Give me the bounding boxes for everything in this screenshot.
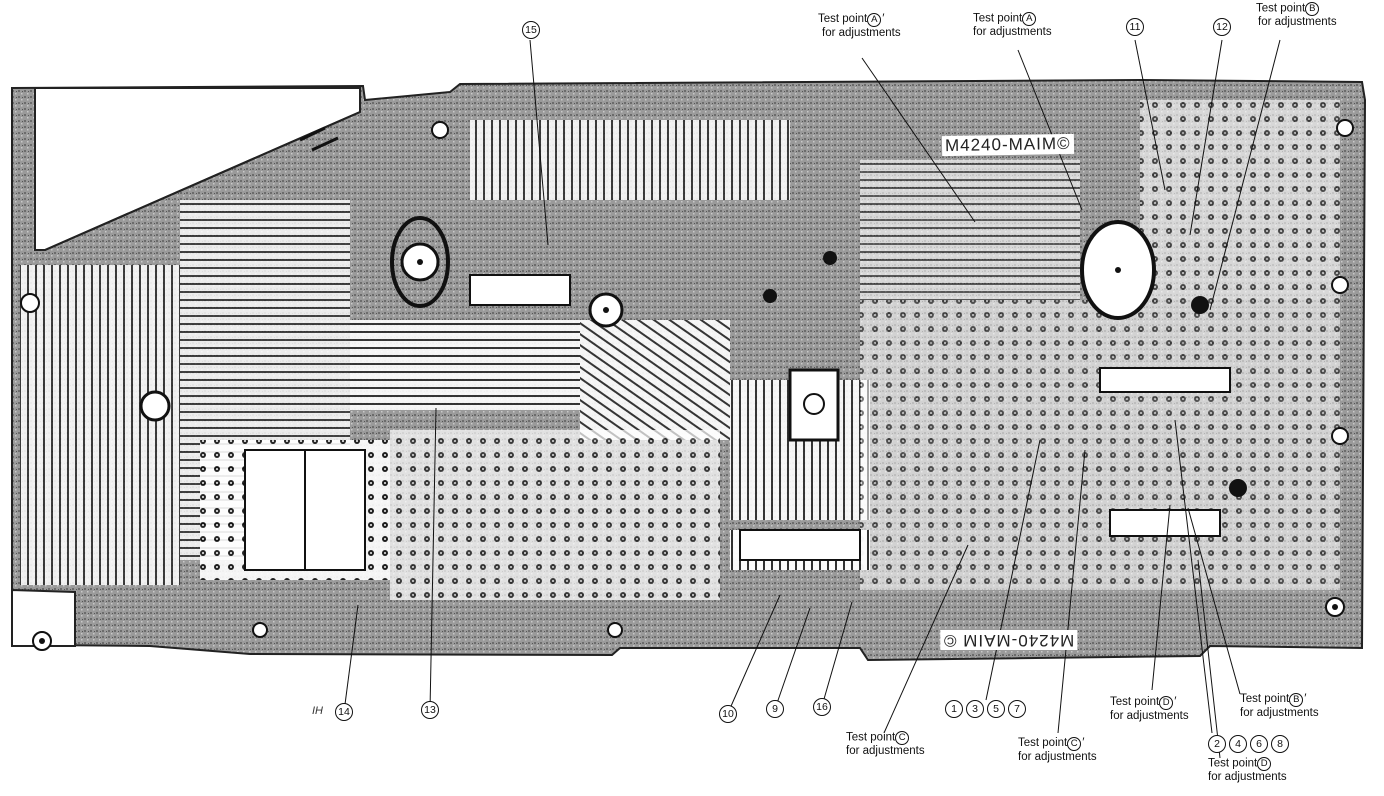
board-label-bottom: M4240-MAIM © — [940, 630, 1078, 650]
callout-2: 2 — [1208, 735, 1226, 753]
callout-6: 6 — [1250, 735, 1268, 753]
scribble-mark: IH — [312, 705, 323, 717]
callout-10: 10 — [719, 705, 737, 723]
callout-5: 5 — [987, 700, 1005, 718]
callout-3: 3 — [966, 700, 984, 718]
board-notch — [11, 588, 76, 647]
callout-15: 15 — [522, 21, 540, 39]
callout-12: 12 — [1213, 18, 1231, 36]
callout-11: 11 — [1126, 18, 1144, 36]
callout-4: 4 — [1229, 735, 1247, 753]
callout-9: 9 — [766, 700, 784, 718]
board-label-top: M4240-MAIM© — [941, 133, 1074, 157]
callout-13: 13 — [421, 701, 439, 719]
callout-14: 14 — [335, 703, 353, 721]
leader-lines — [343, 39, 1281, 759]
callout-group-even: 2 4 6 8 — [1208, 735, 1289, 753]
callout-16: 16 — [813, 698, 831, 716]
callout-8: 8 — [1271, 735, 1289, 753]
callout-7: 7 — [1008, 700, 1026, 718]
callout-group-odd: 1 3 5 7 — [945, 700, 1026, 718]
callout-1: 1 — [945, 700, 963, 718]
